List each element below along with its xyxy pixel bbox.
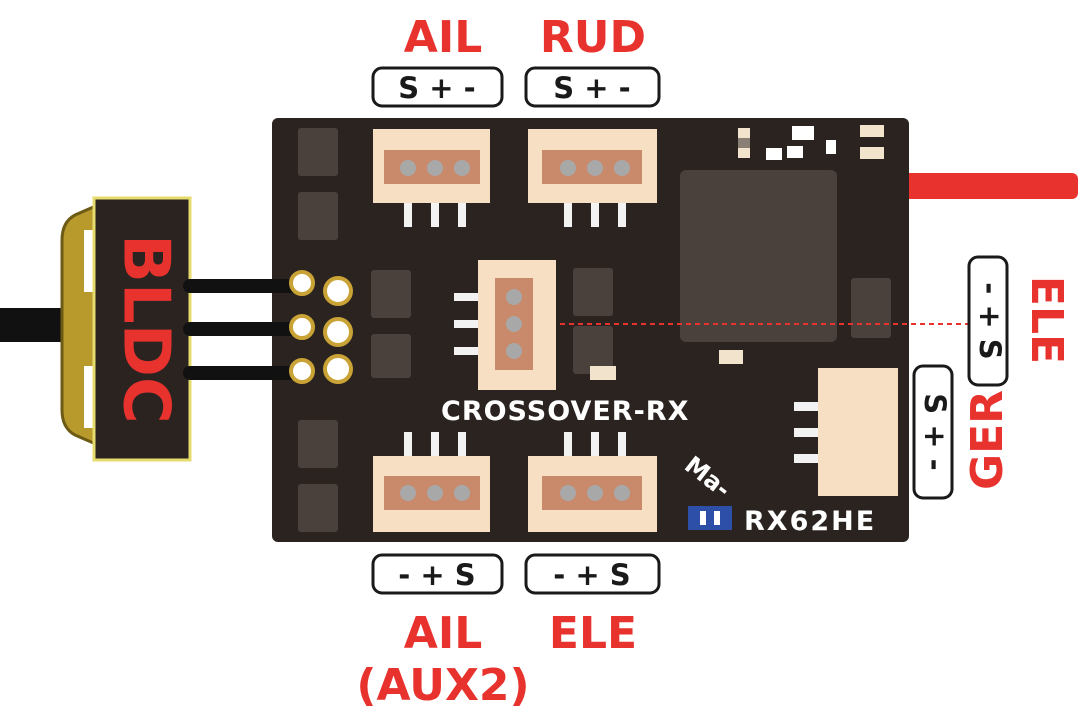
middle-connector <box>454 260 556 390</box>
ger-right-label: GER <box>962 390 1013 490</box>
ele-right-label: ELE <box>1021 276 1072 364</box>
board-name: CROSSOVER-RX <box>441 396 689 427</box>
ail-top-pinout: S + - <box>371 66 504 108</box>
ail-top-pinout-text: S + - <box>398 71 475 105</box>
left-components <box>298 128 891 532</box>
brand-logo-icon <box>688 506 732 530</box>
ele-right-pinout: - + S <box>967 255 1009 387</box>
ele-right-pinout-text: - + S <box>973 282 1007 359</box>
ail-top-connector <box>373 129 490 227</box>
main-chip <box>680 170 837 342</box>
solder-pads <box>289 270 353 384</box>
ele-bottom-label: ELE <box>549 608 637 659</box>
rud-top-pinout-text: S + - <box>553 71 630 105</box>
ail-top-label: AIL <box>404 12 482 63</box>
smd-components <box>590 125 884 380</box>
antenna-wire <box>868 173 1078 199</box>
aux2-label: (AUX2) <box>356 660 529 711</box>
model-name: RX62HE <box>744 506 876 537</box>
bldc-label: BLDC <box>108 234 182 424</box>
ail-bottom-connector <box>373 432 490 532</box>
motor-wires <box>183 279 313 380</box>
rud-top-label: RUD <box>540 12 646 63</box>
ele-bottom-pinout-text: - + S <box>553 558 630 592</box>
ele-bottom-connector <box>528 432 657 532</box>
ele-bottom-pinout: - + S <box>524 553 661 595</box>
ger-connector <box>794 368 898 496</box>
motor-shaft <box>0 308 70 342</box>
ail-bottom-label: AIL <box>404 608 482 659</box>
rud-top-pinout: S + - <box>524 66 661 108</box>
rud-top-connector <box>528 129 657 227</box>
ger-right-pinout-text: S + - <box>918 393 952 470</box>
ail-bottom-pinout-text: - + S <box>398 558 475 592</box>
bldc-motor <box>92 196 192 462</box>
ail-bottom-pinout: - + S <box>371 553 504 595</box>
ger-right-pinout: S + - <box>912 364 954 500</box>
